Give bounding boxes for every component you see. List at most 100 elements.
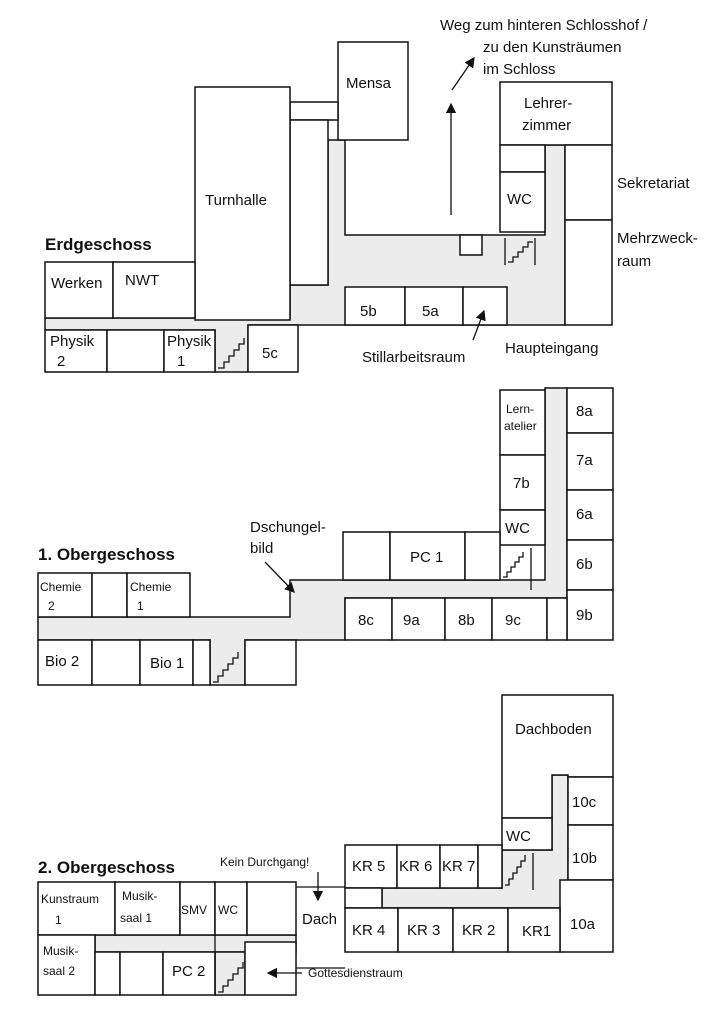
label: Chemie [130,580,172,594]
room-gottesdienstraum[interactable] [244,941,297,996]
stairs-icon [214,935,244,995]
label: WC [507,191,532,208]
room-small [192,639,211,686]
room-musiksaal-2[interactable] [37,934,96,996]
room-wc-og2-left[interactable] [214,881,248,936]
label: raum [617,253,651,270]
label: Sekretariat [617,175,690,192]
room-8c[interactable] [344,597,393,641]
label: 8c [358,612,374,629]
room-9b[interactable] [566,589,614,641]
label: 9c [505,612,521,629]
room-empty [464,531,501,581]
label: 6a [576,506,593,523]
label: PC 2 [172,963,205,980]
room-turnhalle[interactable] [194,86,291,321]
room-empty [119,951,164,996]
room-strip [289,119,329,286]
room-lehrerzimmer[interactable] [499,81,613,146]
annotation: im Schloss [483,61,556,78]
label: SMV [181,903,207,917]
room-6b[interactable] [566,539,614,591]
label: 5a [422,303,439,320]
room-chemie-1[interactable] [126,572,191,618]
label: Mensa [346,75,392,92]
room-lernatelier[interactable] [499,389,546,456]
label: 1 [177,353,185,370]
room-pc-1[interactable] [389,531,466,581]
label: WC [506,828,531,845]
room-wc-og1[interactable] [499,509,546,546]
room-small [499,144,546,173]
room-bio-2[interactable] [37,639,93,686]
room-wc-og2[interactable] [501,817,553,851]
arrow-icon [451,56,475,91]
label: KR 2 [462,922,495,939]
label: KR 3 [407,922,440,939]
room-stillarbeitsraum[interactable] [462,286,508,326]
label: saal 1 [120,911,152,925]
stairs-icon [503,548,532,590]
room-kr-7[interactable] [439,844,479,889]
room-kr-3[interactable] [397,907,454,953]
label: 9a [403,612,420,629]
room-6a[interactable] [566,489,614,541]
annotation: Kein Durchgang! [220,855,309,869]
label: Physik [167,333,212,350]
room-8a[interactable] [566,387,614,434]
label: WC [218,903,238,917]
label: 10c [572,794,597,811]
room-empty [91,639,141,686]
label: Lehrer- [524,95,572,112]
room-physik-2[interactable] [44,329,108,373]
floor-title: 1. Obergeschoss [38,545,175,564]
room-physik-1[interactable] [163,329,216,373]
room-8b[interactable] [444,597,493,641]
room-empty [106,329,165,373]
room-10a[interactable] [559,879,614,953]
room-empty [244,639,297,686]
room-musiksaal-1[interactable] [114,881,181,936]
room-mehrzweckraum[interactable] [564,219,613,326]
stairs-icon [504,238,536,265]
label: KR1 [522,923,551,940]
label: 10a [570,916,596,933]
room-9a[interactable] [391,597,446,641]
room-sekretariat[interactable] [564,144,613,221]
room-mensa[interactable] [337,41,409,141]
label: 7b [513,475,530,492]
room-nwt[interactable] [112,261,196,319]
room-empty [94,951,121,996]
label: 6b [576,556,593,573]
room-wc-eg[interactable] [499,171,546,233]
label: 8b [458,612,475,629]
annotation: Stillarbeitsraum [362,349,465,366]
floor-title: Erdgeschoss [45,235,152,254]
label: Turnhalle [205,192,267,209]
room-10c[interactable] [567,776,614,826]
label: 2 [48,599,55,613]
room-kr1[interactable] [507,907,561,953]
floor-erdgeschoss: Erdgeschoss Mensa Turnhalle Lehrer- zimm… [44,17,698,373]
label: 9b [576,607,593,624]
room-werken[interactable] [44,261,114,319]
label: Dach [302,911,337,928]
label: 1 [137,599,144,613]
label: Musik- [43,944,78,958]
room-9c[interactable] [491,597,548,641]
room-tiny [459,234,483,256]
room-empty [91,572,128,618]
label: KR 4 [352,922,385,939]
room-5b[interactable] [344,286,406,326]
annotation: Weg zum hinteren Schlosshof / [440,17,648,34]
annotation: bild [250,540,273,557]
label: KR 5 [352,858,385,875]
room-kunstraum-1[interactable] [37,881,116,936]
room-5a[interactable] [404,286,464,326]
stairs-icon [505,853,534,890]
room-5c[interactable] [247,324,299,373]
stairs-icon [213,652,239,683]
label: Mehrzweck- [617,230,698,247]
dach-walls [296,886,345,969]
